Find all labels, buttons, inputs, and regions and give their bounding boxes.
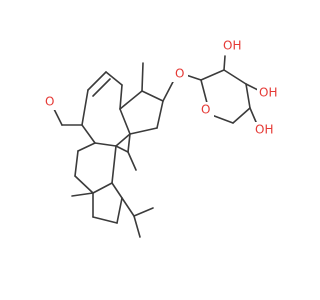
ring-oxygen-atom: O xyxy=(198,102,214,118)
atom-label: OH xyxy=(259,86,277,100)
atom-label: O xyxy=(45,95,54,109)
ring-bond xyxy=(119,84,123,110)
ring-bond xyxy=(115,145,129,153)
ring-bond xyxy=(115,133,131,147)
ring-bond xyxy=(116,197,123,224)
ring-double-bond xyxy=(127,133,131,153)
sugar-ring-bond xyxy=(200,79,208,104)
ring-bond xyxy=(119,108,131,135)
ring-bond xyxy=(111,145,117,184)
methyl-bond xyxy=(141,62,144,92)
atom-label: O xyxy=(201,103,210,117)
ether-oxygen-atom: O xyxy=(172,66,188,82)
atom-label: OH xyxy=(255,123,273,137)
ring-bond xyxy=(129,127,158,135)
ring-bond xyxy=(81,124,96,144)
aldehyde-oxygen-atom: O xyxy=(42,94,58,110)
sugar-ring-bond xyxy=(232,107,251,124)
sugar-ring-bond xyxy=(200,69,225,81)
isopropyl-bond xyxy=(121,197,135,217)
hydroxyl-group-bottom: OH xyxy=(253,122,277,138)
hydroxyl-bond xyxy=(249,107,257,123)
ring-bond xyxy=(119,90,143,110)
hydroxyl-bond xyxy=(245,83,259,91)
hydroxyl-bond xyxy=(223,55,226,71)
ring-bond xyxy=(111,182,123,199)
hydroxyl-group-right: OH xyxy=(257,85,281,101)
hydroxyl-group-top: OH xyxy=(221,38,243,54)
ring-bond xyxy=(92,216,118,224)
ring-bond xyxy=(74,175,94,194)
ring-bond xyxy=(156,100,164,129)
ring-bond xyxy=(74,150,79,177)
ring-double-bond xyxy=(87,71,107,91)
atom-label: OH xyxy=(223,39,241,53)
sugar-ring-bond xyxy=(223,69,247,85)
methyl-bond xyxy=(127,151,137,171)
ring-bond xyxy=(141,90,164,102)
ring-bond xyxy=(94,142,117,147)
ring-bond xyxy=(105,71,123,86)
methyl-bond xyxy=(71,192,94,197)
skeleton-bonds xyxy=(51,55,259,238)
ring-bond xyxy=(92,182,113,194)
atom-label: O xyxy=(175,67,184,81)
ring-bond xyxy=(81,89,89,126)
ring-double-bond-inner xyxy=(92,78,111,97)
isopropyl-bond xyxy=(133,207,154,217)
isopropyl-bond xyxy=(133,215,141,238)
molecule-structure-diagram: O O O OH OH OH xyxy=(42,38,281,238)
ring-bond xyxy=(77,142,96,152)
sugar-ring-bond xyxy=(245,83,251,109)
